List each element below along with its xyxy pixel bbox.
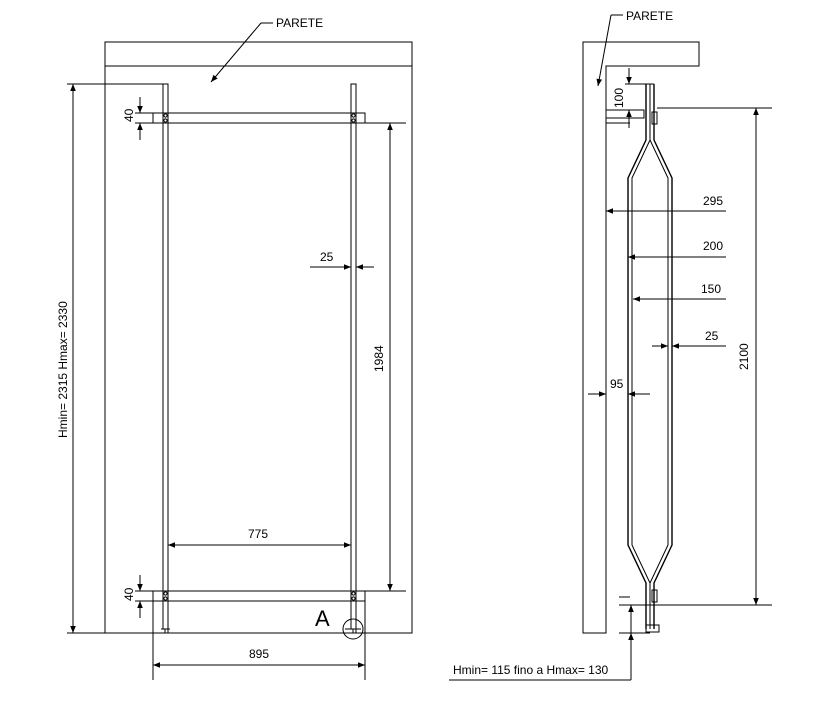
side-rack-outer bbox=[627, 84, 673, 629]
dim-25-front: 25 bbox=[310, 250, 374, 270]
dim-100-label: 100 bbox=[612, 88, 626, 108]
dim-200: 200 bbox=[628, 239, 726, 260]
dim-2100-label: 2100 bbox=[737, 343, 751, 370]
dim-25-side-label: 25 bbox=[705, 329, 719, 343]
right-upright bbox=[349, 83, 358, 633]
dim-95-label: 95 bbox=[610, 377, 624, 391]
dim-95: 95 bbox=[588, 377, 650, 397]
dim-775-label: 775 bbox=[248, 527, 268, 541]
dim-25-side: 25 bbox=[652, 329, 726, 349]
dim-1984: 1984 bbox=[372, 123, 393, 591]
dim-295: 295 bbox=[606, 194, 726, 214]
dim-25-front-label: 25 bbox=[320, 250, 334, 264]
dim-200-label: 200 bbox=[703, 239, 723, 253]
dim-775: 775 bbox=[168, 527, 351, 548]
top-rail bbox=[152, 112, 406, 124]
front-view: PARETE bbox=[56, 16, 413, 680]
dim-2100: 2100 bbox=[737, 108, 759, 605]
side-view: PARETE 100 bbox=[449, 9, 772, 681]
dim-overall-height: Hmin= 2315 Hmax= 2330 bbox=[56, 83, 163, 634]
dim-895: 895 bbox=[152, 601, 366, 680]
front-wall-label: PARETE bbox=[276, 16, 323, 30]
bottom-rail bbox=[152, 590, 406, 602]
side-wall-outline bbox=[582, 41, 700, 634]
front-wall-outline bbox=[104, 41, 413, 634]
dim-100: 100 bbox=[612, 68, 654, 128]
side-wall-label: PARETE bbox=[626, 9, 673, 23]
detail-a-label: A bbox=[315, 606, 330, 631]
dim-40-bottom: 40 bbox=[122, 575, 163, 618]
dim-40-top: 40 bbox=[122, 97, 163, 140]
dim-foot-label: Hmin= 115 fino a Hmax= 130 bbox=[453, 663, 609, 677]
side-foot bbox=[645, 624, 660, 633]
side-rack-inner bbox=[631, 84, 669, 629]
front-wall-leader bbox=[210, 22, 262, 83]
dim-895-label: 895 bbox=[249, 647, 269, 661]
dim-150-label: 150 bbox=[701, 282, 721, 296]
dim-1984-label: 1984 bbox=[372, 345, 386, 372]
dim-overall-height-label: Hmin= 2315 Hmax= 2330 bbox=[56, 301, 70, 438]
left-upright bbox=[161, 83, 170, 633]
dim-150: 150 bbox=[633, 282, 726, 302]
side-bracket-top bbox=[605, 107, 772, 125]
detail-a-marker: A bbox=[315, 606, 364, 640]
dim-40-top-label: 40 bbox=[122, 108, 136, 122]
dim-295-label: 295 bbox=[703, 194, 723, 208]
side-wall-leader bbox=[596, 14, 612, 87]
dim-foot-height: Hmin= 115 fino a Hmax= 130 bbox=[449, 605, 650, 681]
dim-40-bottom-label: 40 bbox=[122, 587, 136, 601]
side-bracket-bottom bbox=[619, 589, 772, 606]
